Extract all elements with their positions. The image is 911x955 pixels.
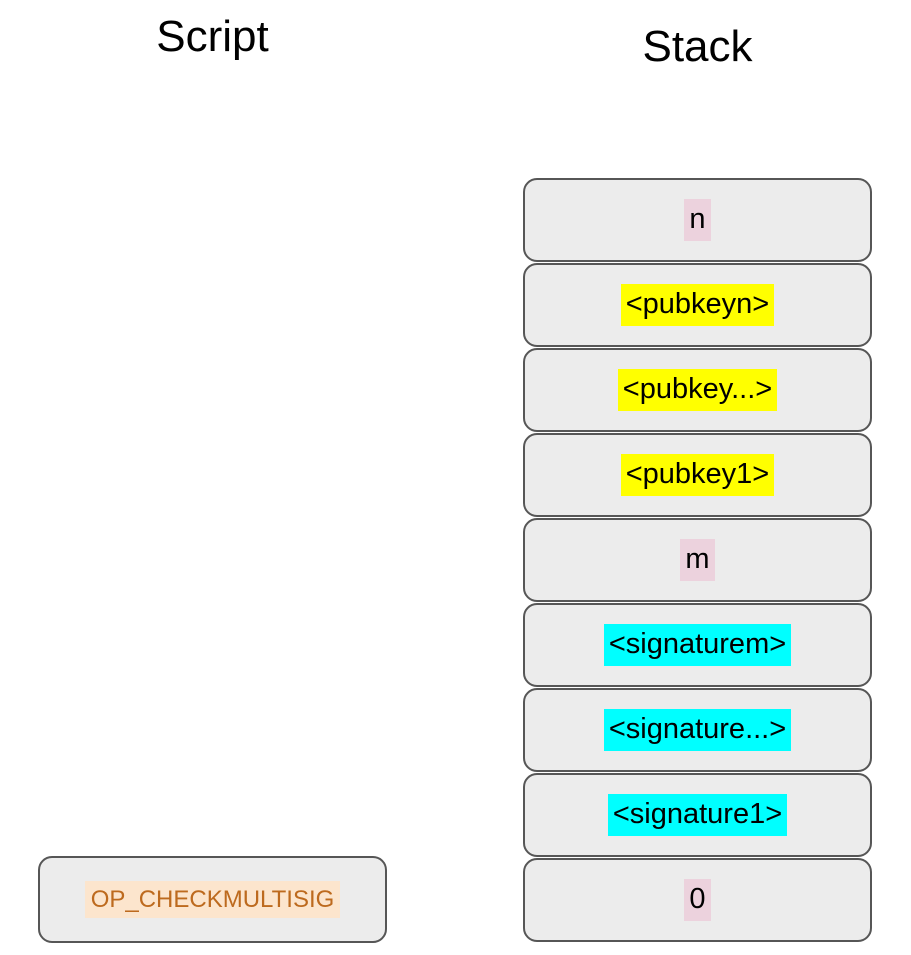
stack-item-pubkey1: <pubkey1> <box>523 433 872 517</box>
stack-item-label: <pubkey...> <box>617 369 778 411</box>
stack-item-pubkey-ellipsis: <pubkey...> <box>523 348 872 432</box>
script-column: OP_CHECKMULTISIG <box>38 856 387 943</box>
stack-column: n <pubkeyn> <pubkey...> <pubkey1> m <sig… <box>523 178 872 942</box>
stack-column-title: Stack <box>642 22 753 71</box>
stack-item-label: <signaturem> <box>603 624 792 666</box>
stack-item-label: <signature...> <box>603 709 792 751</box>
stack-item-pubkeyn: <pubkeyn> <box>523 263 872 347</box>
script-opcode-label: OP_CHECKMULTISIG <box>84 880 341 919</box>
script-column-title: Script <box>156 12 269 61</box>
stack-item-zero: 0 <box>523 858 872 942</box>
stack-item-label: <pubkeyn> <box>620 284 775 326</box>
script-item-op-checkmultisig: OP_CHECKMULTISIG <box>38 856 387 943</box>
stack-item-signature1: <signature1> <box>523 773 872 857</box>
stack-item-m: m <box>523 518 872 602</box>
stack-item-signaturem: <signaturem> <box>523 603 872 687</box>
stack-item-label: <signature1> <box>607 794 788 836</box>
stack-item-signature-ellipsis: <signature...> <box>523 688 872 772</box>
stack-item-label: m <box>680 539 715 581</box>
stack-item-label: n <box>684 199 711 241</box>
stack-item-n: n <box>523 178 872 262</box>
stack-item-label: 0 <box>684 879 711 921</box>
stack-item-label: <pubkey1> <box>620 454 775 496</box>
